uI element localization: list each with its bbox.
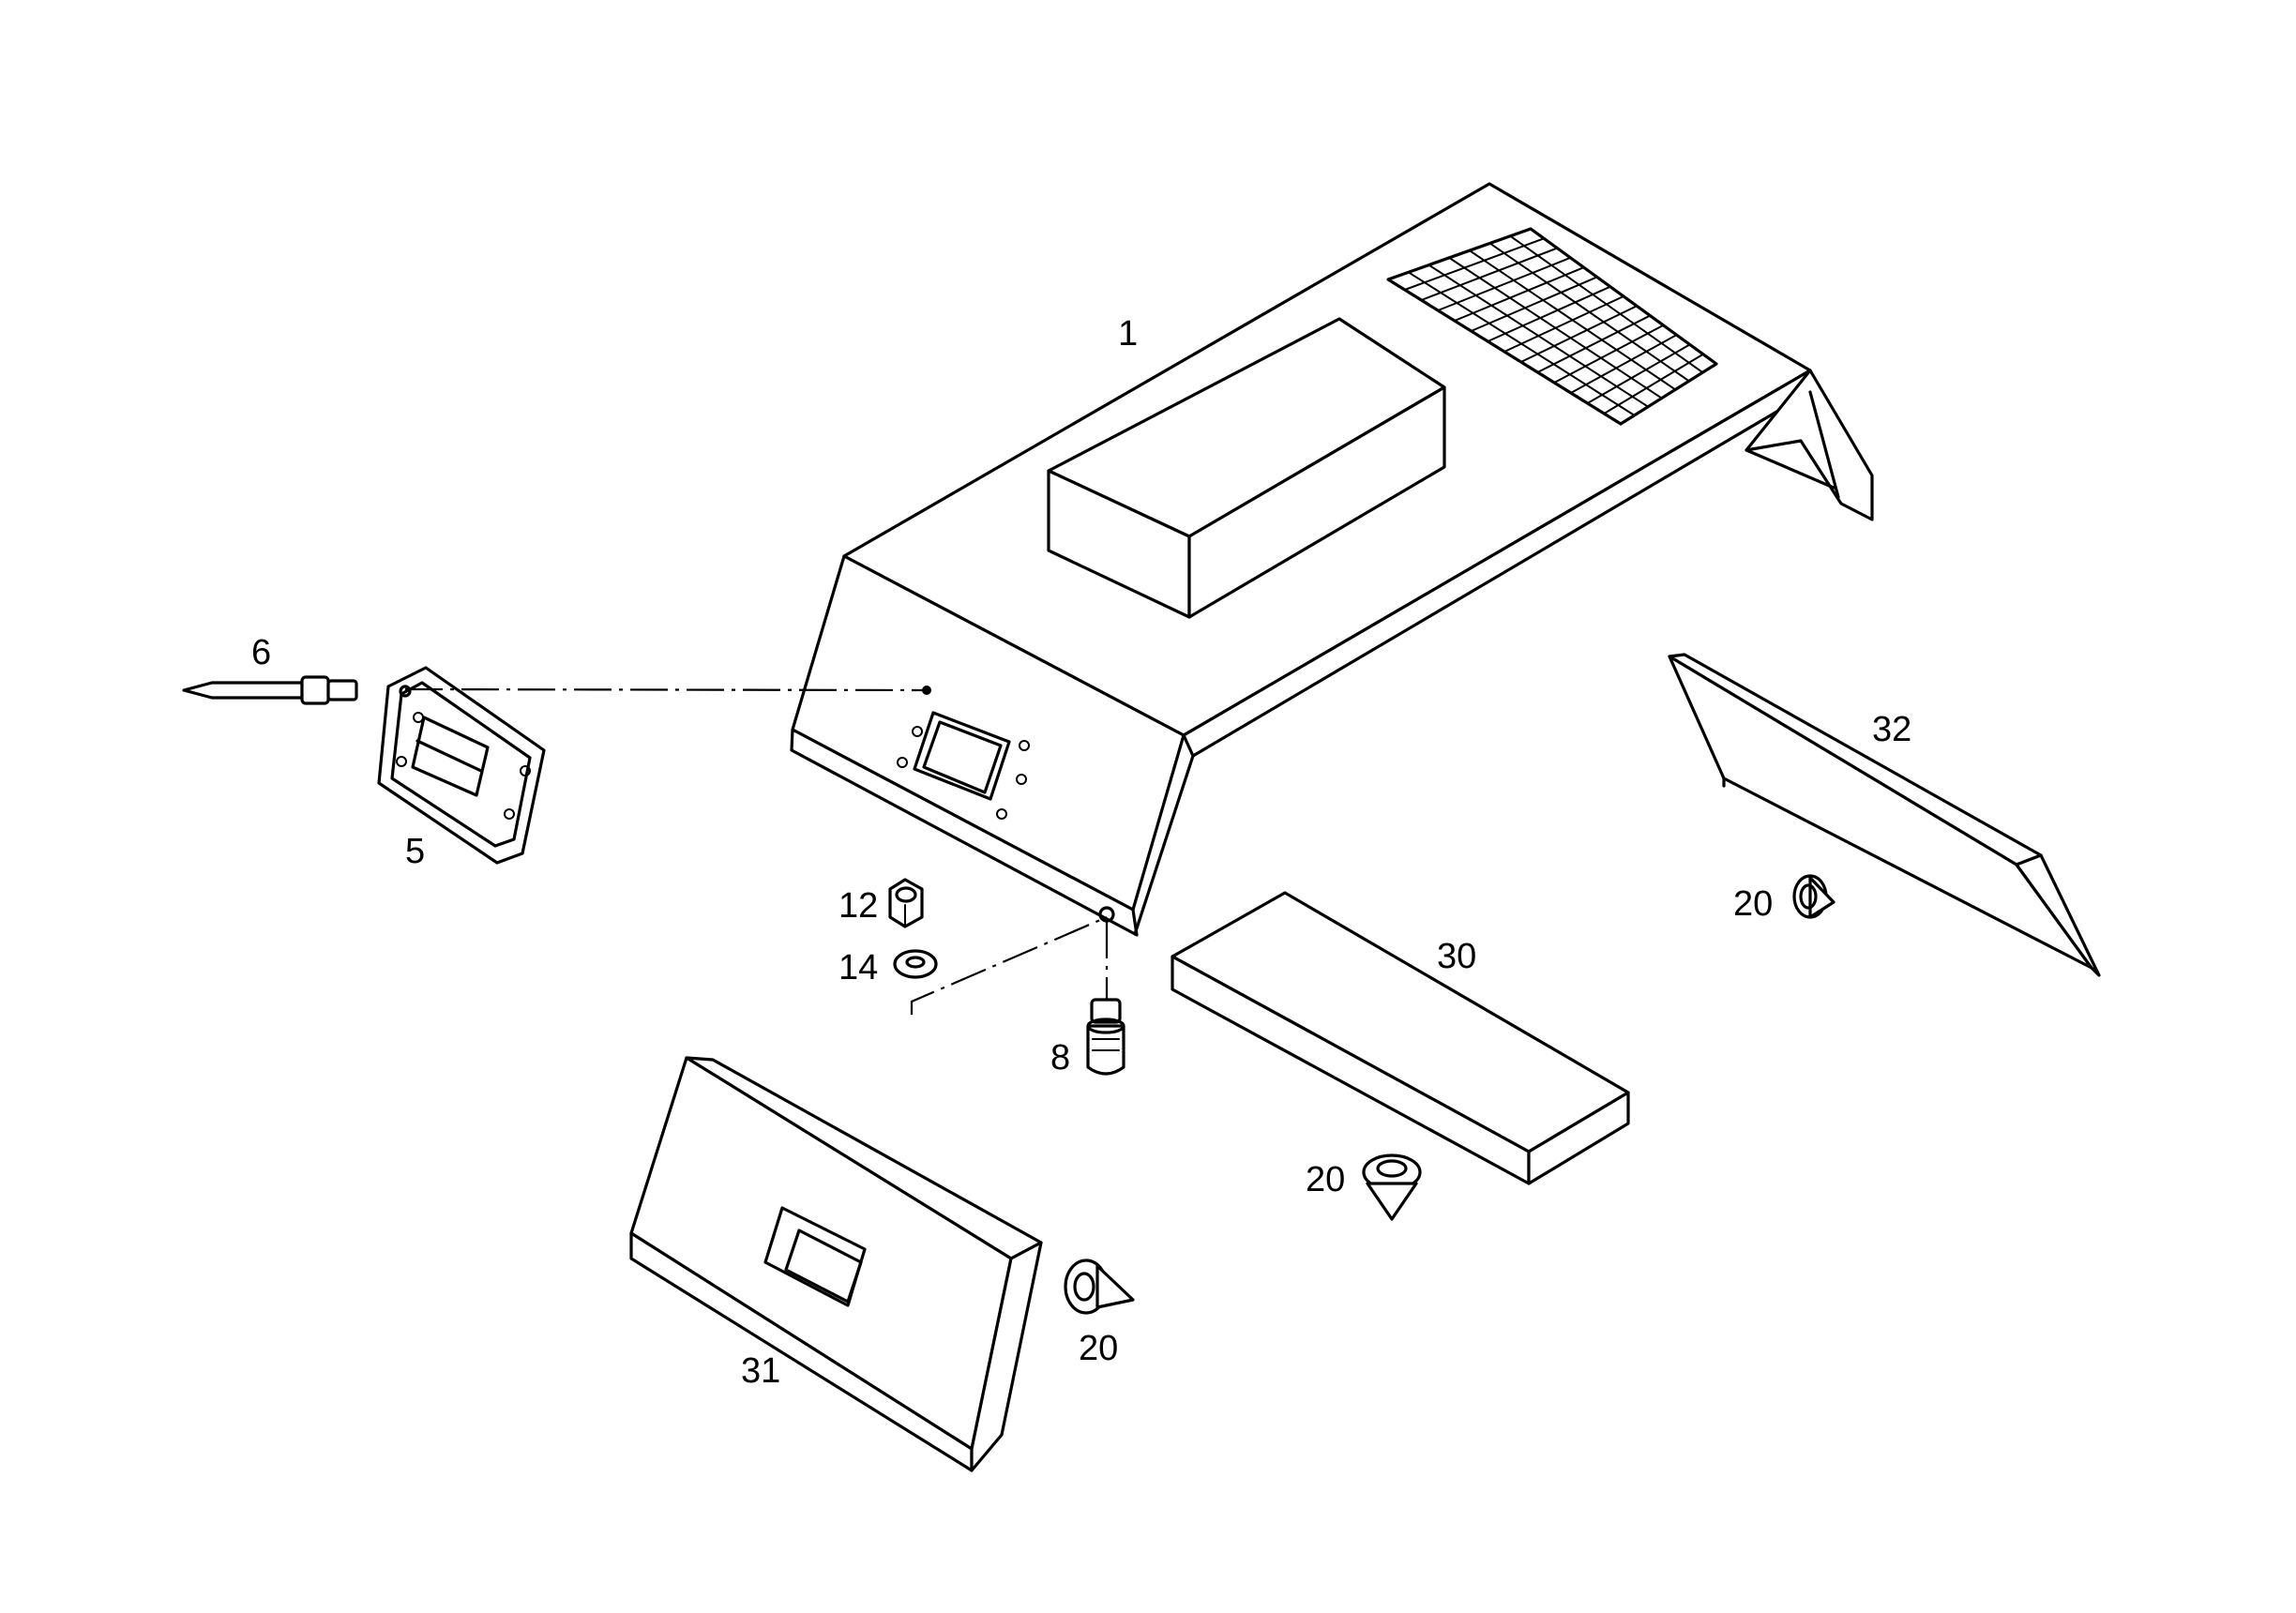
vent-grille [1386, 227, 1718, 426]
callout-30: 30 [1437, 937, 1476, 976]
grille-line [1603, 353, 1704, 415]
grille-line [1488, 242, 1690, 383]
grille-line [1468, 249, 1677, 391]
callout-32: 32 [1872, 710, 1911, 749]
callout-20-center: 20 [1306, 1160, 1345, 1199]
callout-6: 6 [251, 633, 271, 672]
grille-line [1586, 343, 1691, 404]
part-14-washer [893, 949, 938, 979]
part-30-panel [1171, 891, 1630, 1185]
assembly-lines [404, 686, 1109, 1015]
callout-20-bottom: 20 [1079, 1329, 1118, 1368]
callout-14: 14 [838, 948, 878, 987]
grille-line [1536, 314, 1652, 373]
grille-line [1427, 264, 1650, 408]
grille-line [1487, 285, 1611, 342]
grille-line [1519, 305, 1639, 363]
callout-20-right: 20 [1733, 884, 1773, 924]
grille-line [1403, 237, 1546, 291]
part-12-nut [888, 878, 924, 928]
callout-8: 8 [1050, 1038, 1070, 1078]
grille-line [1453, 266, 1585, 322]
part-8-bushing [1086, 998, 1125, 1076]
part-20-plug-center [1362, 1153, 1422, 1221]
grille-line [1437, 256, 1572, 311]
part-5-flange [377, 666, 546, 865]
grille-line [1509, 234, 1704, 374]
callout-31: 31 [741, 1351, 780, 1391]
grille-line [1569, 334, 1678, 394]
grille-line [1448, 256, 1663, 399]
part-20-plug-bottom [1064, 1259, 1135, 1315]
part-1-housing-cover [790, 182, 1874, 937]
grille-line [1470, 276, 1598, 332]
grille-line [1553, 324, 1665, 384]
grille-line [1420, 247, 1559, 301]
callout-12: 12 [838, 886, 878, 926]
grille-line [1407, 271, 1636, 416]
grille-line [1503, 295, 1624, 353]
part-20-plug-right [1792, 874, 1835, 919]
callout-1: 1 [1118, 314, 1138, 354]
callout-5: 5 [405, 832, 425, 871]
part-31-front-panel [629, 1056, 1043, 1472]
part-32-side-panel [1668, 653, 2101, 977]
part-6-pin [182, 675, 358, 705]
callout-labels: 1 6 5 12 14 8 30 32 20 20 20 31 [251, 314, 1911, 1391]
